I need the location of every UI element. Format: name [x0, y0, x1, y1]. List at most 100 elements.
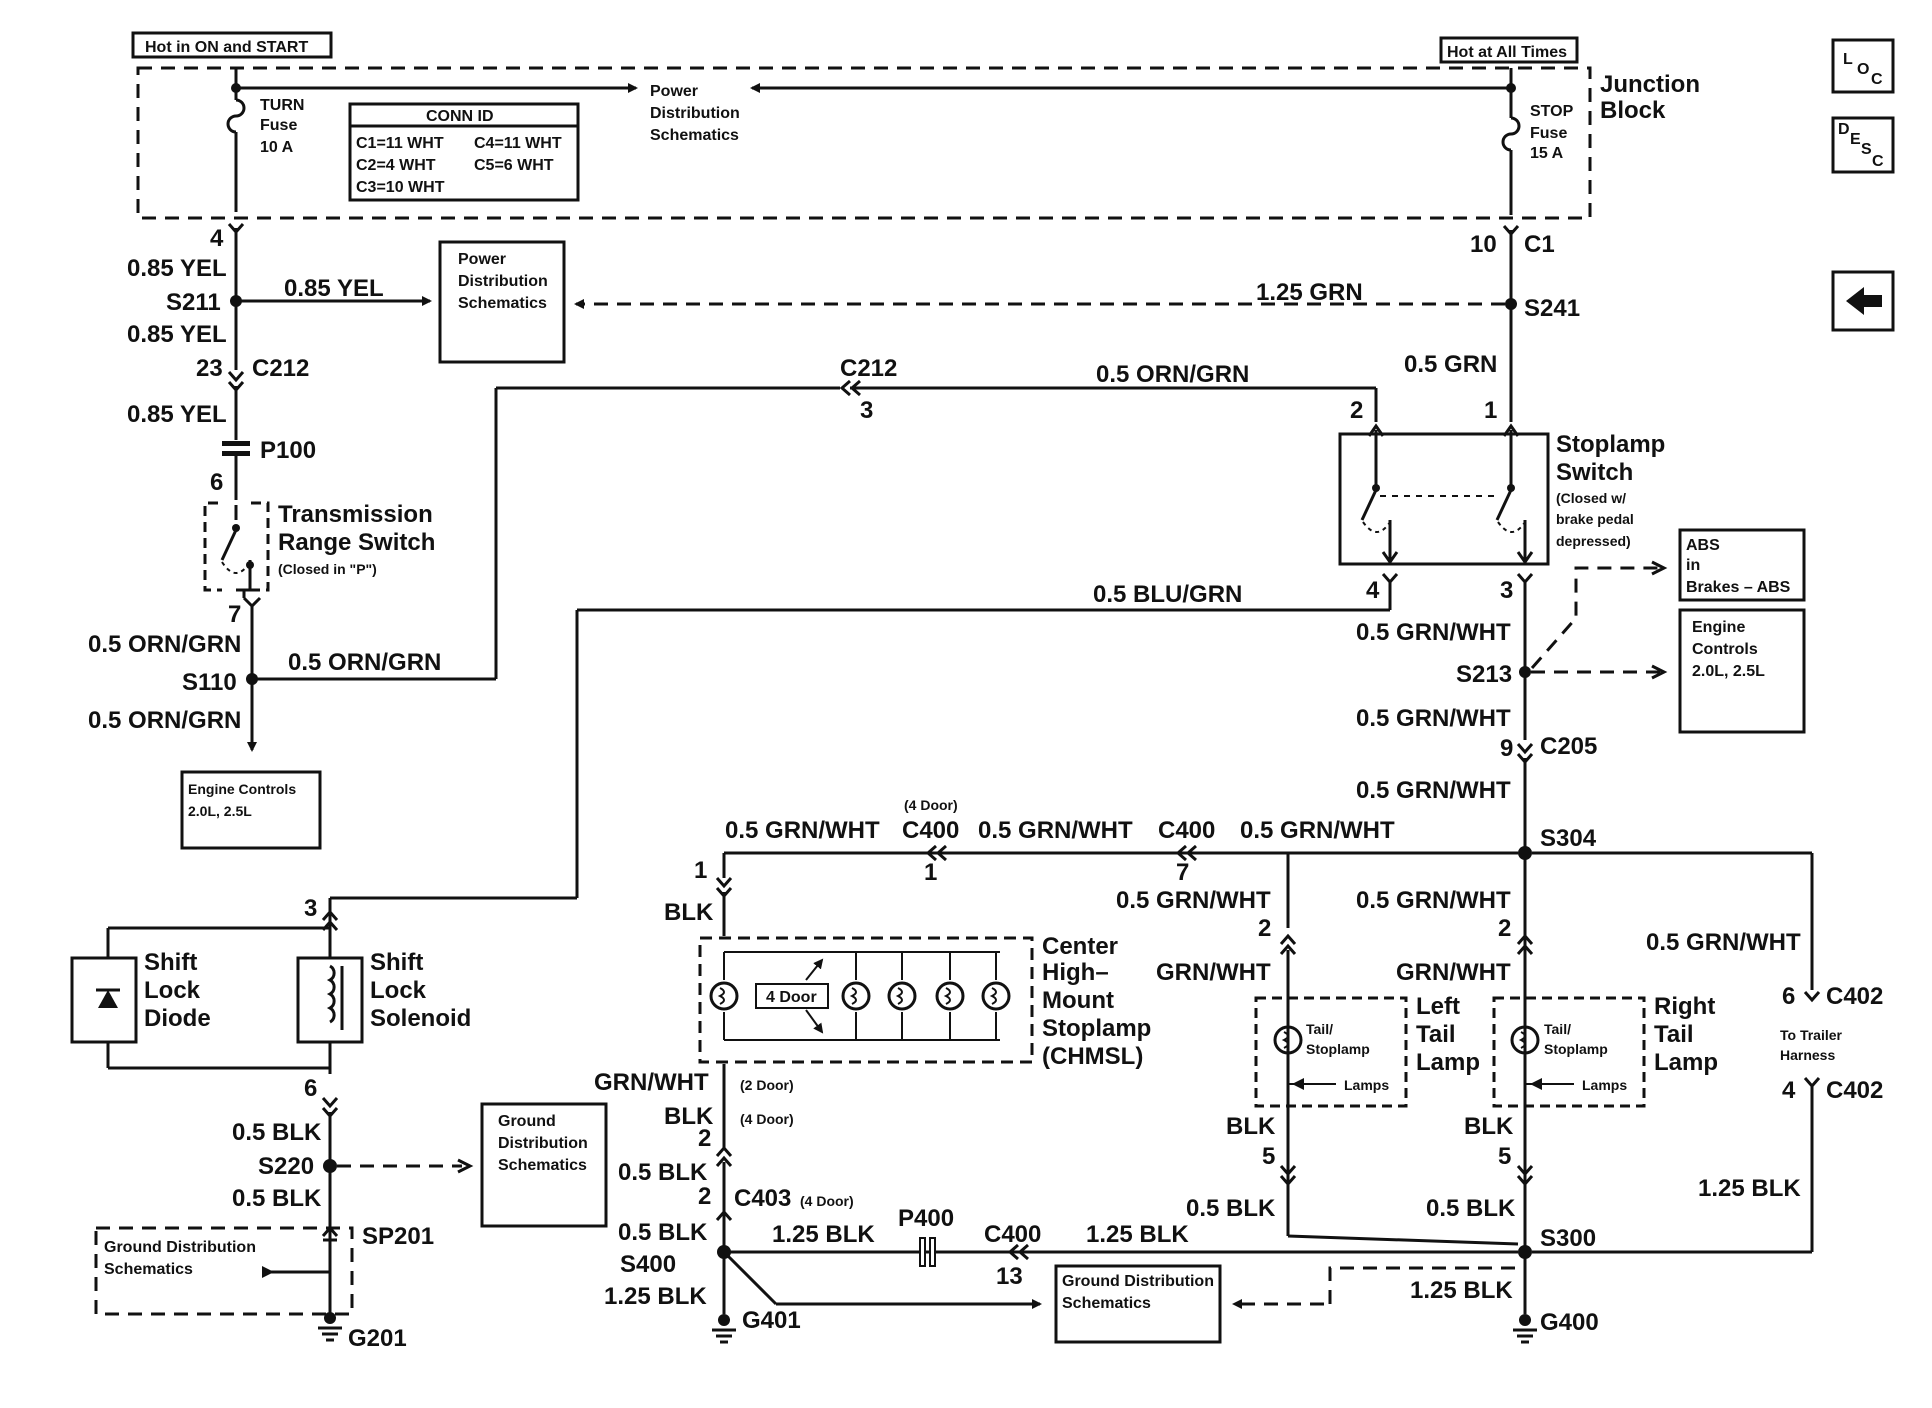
svg-text:High–: High–	[1042, 959, 1109, 986]
wire-label: BLK	[664, 1103, 714, 1130]
svg-text:Center: Center	[1042, 933, 1118, 960]
svg-text:L: L	[1843, 51, 1853, 68]
svg-text:4 Door: 4 Door	[766, 989, 817, 1006]
wire-label: 1.25 BLK	[772, 1221, 875, 1248]
sp201-label: SP201	[362, 1223, 434, 1250]
turn-fuse-rating: 10 A	[260, 139, 294, 156]
svg-text:depressed): depressed)	[1556, 533, 1631, 549]
trailer-harness-label-2: Harness	[1780, 1047, 1835, 1063]
pin-label: 2	[698, 1183, 711, 1210]
wire-label: BLK	[1226, 1113, 1276, 1140]
pin-label: 7	[1176, 859, 1189, 886]
svg-text:Engine: Engine	[1692, 619, 1745, 636]
p100-connector	[222, 441, 250, 456]
connector-c402: C402	[1826, 1077, 1883, 1104]
svg-text:Lamp: Lamp	[1654, 1049, 1718, 1076]
wire-label: 0.5 BLK	[232, 1119, 322, 1146]
back-arrow-button[interactable]	[1831, 270, 1895, 332]
svg-text:Left: Left	[1416, 993, 1460, 1020]
door-note: (4 Door)	[904, 797, 958, 813]
svg-text:2.0L, 2.5L: 2.0L, 2.5L	[188, 803, 252, 819]
loc-button[interactable]: L O C	[1831, 38, 1895, 94]
svg-text:C1=11 WHT: C1=11 WHT	[356, 135, 444, 152]
junction-block-boundary	[136, 66, 1592, 220]
stop-fuse-label-2: Fuse	[1530, 125, 1567, 142]
junction-block-label-2: Block	[1600, 97, 1666, 124]
g401-label: G401	[742, 1307, 801, 1334]
wire-label: 0.5 ORN/GRN	[88, 631, 241, 658]
svg-text:Distribution: Distribution	[458, 273, 548, 290]
svg-text:C2=4 WHT: C2=4 WHT	[356, 157, 436, 174]
pin-label: 6	[210, 469, 223, 496]
wire-label: 0.5 GRN/WHT	[725, 817, 880, 844]
s220-label: S220	[258, 1153, 314, 1180]
svg-text:C5=6 WHT: C5=6 WHT	[474, 157, 554, 174]
wire-label: 0.5 GRN/WHT	[1116, 887, 1271, 914]
s304-label: S304	[1540, 825, 1597, 852]
ground-dist-left-ref-2: Schematics	[104, 1261, 193, 1278]
wire-label: 1.25 BLK	[1086, 1221, 1189, 1248]
splice-s241	[1505, 298, 1517, 310]
svg-text:Tail/: Tail/	[1306, 1021, 1333, 1037]
svg-text:Lock: Lock	[370, 977, 427, 1004]
wire-label: BLK	[1464, 1113, 1514, 1140]
back-arrow-icon	[1846, 287, 1882, 315]
svg-text:in: in	[1686, 557, 1700, 574]
pin-label: 5	[1498, 1143, 1511, 1170]
pin-label: 4	[1366, 577, 1380, 604]
wire-label: GRN/WHT	[1396, 959, 1511, 986]
svg-text:Stoplamp: Stoplamp	[1042, 1015, 1151, 1042]
svg-text:C: C	[1871, 71, 1883, 88]
svg-text:C3=10 WHT: C3=10 WHT	[356, 179, 445, 196]
svg-text:C4=11 WHT: C4=11 WHT	[474, 135, 562, 152]
wire-label: 0.5 GRN/WHT	[1356, 777, 1511, 804]
ground-g400-icon	[1513, 1314, 1537, 1344]
wire-label: 1.25 BLK	[604, 1283, 707, 1310]
wire-label: 0.5 ORN/GRN	[88, 707, 241, 734]
ground-g201-icon	[318, 1312, 342, 1342]
svg-text:Controls: Controls	[1692, 641, 1758, 658]
svg-text:Ground: Ground	[498, 1113, 556, 1130]
connector-c212: C212	[840, 355, 897, 382]
wire-label: 0.5 BLK	[1426, 1195, 1516, 1222]
wire-label: 0.5 GRN/WHT	[1356, 887, 1511, 914]
svg-text:Stoplamp: Stoplamp	[1544, 1041, 1608, 1057]
right-tail-lamp: Tail/ Stoplamp Lamps Right Tail Lamp	[1492, 993, 1718, 1108]
svg-text:Lamps: Lamps	[1344, 1077, 1389, 1093]
pin-23-label: 23	[196, 355, 223, 382]
wire-label: 0.5 GRN/WHT	[1646, 929, 1801, 956]
stop-fuse-icon	[1501, 116, 1521, 152]
power-dist-top-ref-2: Distribution	[650, 105, 740, 122]
ground-dist-mid-box: Ground Distribution Schematics	[480, 1102, 608, 1228]
svg-text:Lamp: Lamp	[1416, 1049, 1480, 1076]
wire-label: 1.25 BLK	[1698, 1175, 1801, 1202]
wire-label: 0.85 YEL	[284, 275, 384, 302]
shift-lock-solenoid: Shift Lock Solenoid	[296, 949, 471, 1044]
svg-text:Mount: Mount	[1042, 987, 1114, 1014]
connector-c400: C400	[1158, 817, 1215, 844]
wire-label: 0.5 ORN/GRN	[1096, 361, 1249, 388]
stop-fuse-label: STOP	[1530, 103, 1574, 120]
pin-label: 6	[1782, 983, 1795, 1010]
abs-ref-box: ABS in Brakes – ABS	[1678, 528, 1806, 602]
wire-label: GRN/WHT	[1156, 959, 1271, 986]
hot-all-times-tag: Hot at All Times	[1439, 36, 1579, 64]
desc-button[interactable]: D E S C	[1831, 116, 1895, 174]
svg-text:D: D	[1838, 121, 1850, 138]
svg-text:Switch: Switch	[1556, 459, 1633, 486]
pin-label: 2	[1258, 915, 1271, 942]
s211-label: S211	[166, 289, 221, 316]
wire-label: 0.5 GRN/WHT	[1240, 817, 1395, 844]
wire-label: BLK	[664, 899, 714, 926]
wire-label: 0.5 BLK	[618, 1159, 708, 1186]
door-note: (2 Door)	[740, 1077, 794, 1093]
pin-label: 2	[1498, 915, 1511, 942]
s300-label: S300	[1540, 1225, 1596, 1252]
pin-label: 13	[996, 1263, 1023, 1290]
svg-text:Diode: Diode	[144, 1005, 211, 1032]
svg-text:S: S	[1861, 141, 1872, 158]
turn-fuse-label: TURN	[260, 97, 304, 114]
pin-label: 2	[1350, 397, 1363, 424]
wire-label: GRN/WHT	[594, 1069, 709, 1096]
pin-label: 1	[694, 857, 707, 884]
